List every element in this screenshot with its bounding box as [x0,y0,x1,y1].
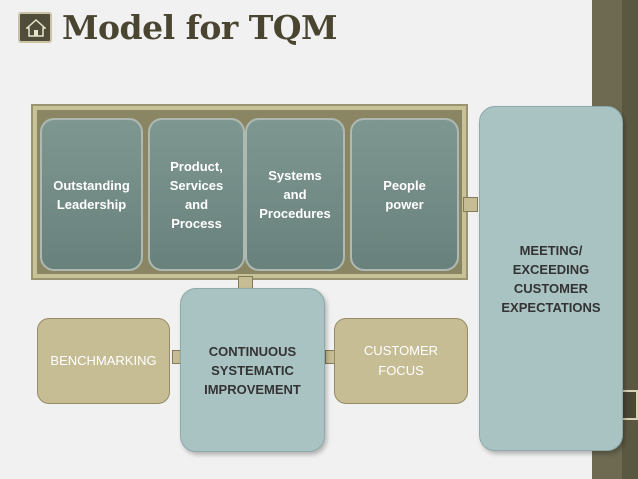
connector-right [463,197,478,212]
sidebar-strip [622,0,638,479]
pillar-systems-procedures: Systems and Procedures [245,118,345,271]
pillar-people-power: People power [350,118,459,271]
benchmarking-box: BENCHMARKING [37,318,170,404]
page-title: Model for TQM [62,8,338,47]
sidebar-box [621,390,638,420]
home-button[interactable] [18,12,52,43]
customer-expectations-box: MEETING/ EXCEEDING CUSTOMER EXPECTATIONS [479,106,623,451]
pillar-outstanding-leadership: Outstanding Leadership [40,118,143,271]
customer-focus-box: CUSTOMER FOCUS [334,318,468,404]
pillar-product-services: Product, Services and Process [148,118,245,271]
home-icon [26,19,46,37]
continuous-improvement-box: CONTINUOUS SYSTEMATIC IMPROVEMENT [180,288,325,452]
